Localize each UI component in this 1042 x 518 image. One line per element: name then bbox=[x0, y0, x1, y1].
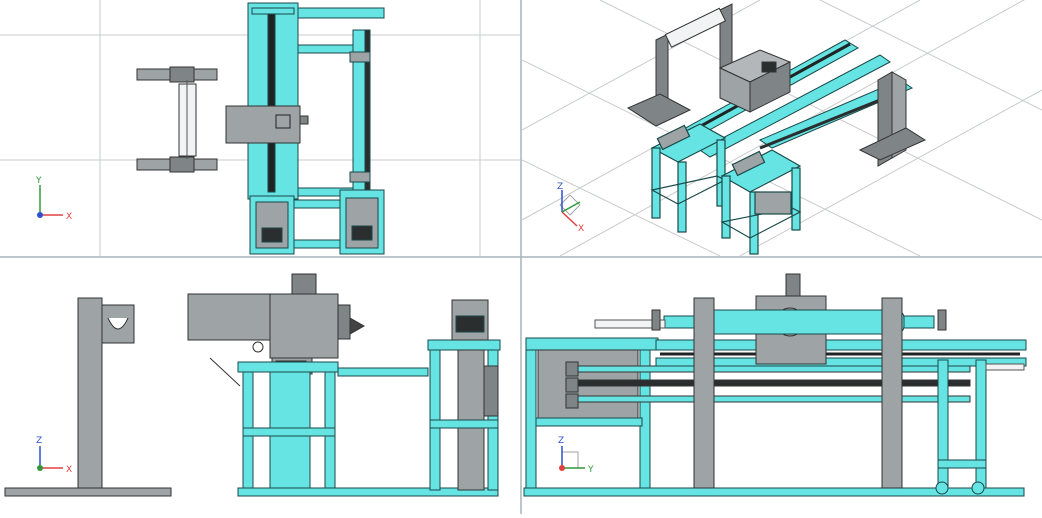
frame-elev-right[interactable] bbox=[427, 299, 501, 491]
view-elevation-middle[interactable] bbox=[187, 273, 501, 497]
right-upright-iso[interactable] bbox=[858, 71, 927, 167]
main-rail-top[interactable] bbox=[247, 2, 385, 200]
unwind-stand-iso[interactable] bbox=[626, 3, 733, 127]
uprights-front[interactable] bbox=[651, 297, 947, 489]
axis-label-z: Z bbox=[36, 436, 42, 446]
roller-assembly-top[interactable] bbox=[349, 29, 371, 191]
axis-label-x: X bbox=[578, 224, 584, 234]
frames-top[interactable] bbox=[249, 189, 385, 255]
axis-label-x: X bbox=[66, 465, 72, 475]
lower-rail-front bbox=[655, 357, 1027, 367]
axis-label-x: X bbox=[66, 212, 72, 222]
frame-elev-left[interactable] bbox=[237, 361, 499, 497]
unwind-stand-top[interactable] bbox=[136, 66, 218, 173]
stand-side[interactable] bbox=[4, 297, 172, 497]
top-rail-front bbox=[655, 339, 1027, 351]
right-subframe-front[interactable] bbox=[935, 359, 1025, 495]
frames-iso[interactable] bbox=[650, 123, 802, 255]
view-top[interactable]: Y X bbox=[0, 0, 520, 256]
connecting-beam-elev bbox=[337, 367, 429, 377]
view-left-side[interactable]: Z X bbox=[4, 297, 172, 497]
axis-label-y: Y bbox=[587, 465, 594, 475]
axis-triad-top: Y X bbox=[35, 176, 72, 222]
carriage-top[interactable] bbox=[225, 105, 309, 144]
axis-triad-side: Z X bbox=[36, 436, 72, 475]
view-isometric[interactable]: Z X bbox=[522, 0, 1042, 256]
axis-label-z: Z bbox=[557, 182, 563, 192]
axis-label-y: Y bbox=[35, 176, 42, 186]
base-beam-front bbox=[523, 487, 1025, 497]
view-front-elevation[interactable]: Z Y bbox=[523, 273, 1027, 497]
shafts-front[interactable] bbox=[565, 361, 971, 409]
axis-triad-iso: Z X bbox=[557, 182, 584, 234]
axis-label-z: Z bbox=[558, 436, 564, 446]
carriage-iso[interactable] bbox=[718, 49, 792, 113]
grid-lines-iso bbox=[522, 0, 1042, 256]
left-frame-front[interactable] bbox=[525, 337, 659, 489]
axis-triad-front: Z Y bbox=[558, 436, 594, 475]
